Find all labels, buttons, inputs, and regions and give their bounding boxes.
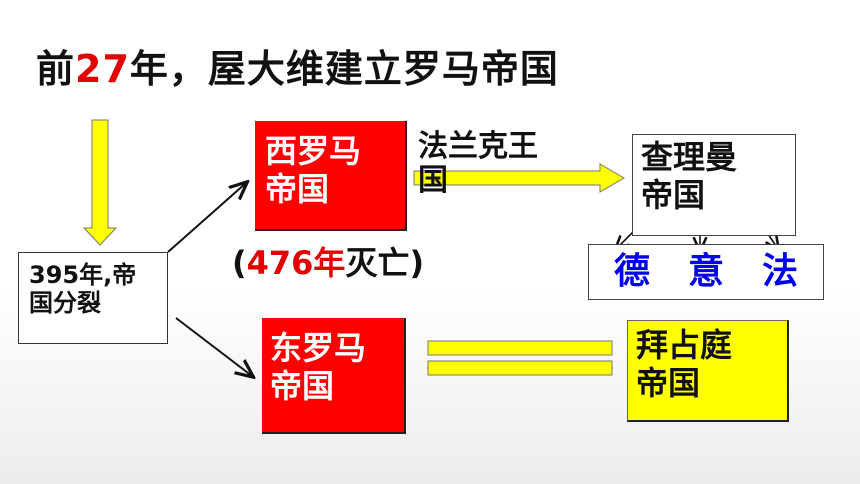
successor-states-box: 德 意 法 bbox=[588, 244, 824, 300]
down-arrow bbox=[82, 119, 118, 246]
arrow-to-charlemagne bbox=[413, 163, 625, 193]
equals-bar-bottom bbox=[427, 360, 613, 376]
arrow-to-west bbox=[167, 183, 246, 253]
east-rome-box: 东罗马 帝国 bbox=[262, 318, 406, 434]
title-year: 27 bbox=[75, 47, 130, 91]
byzantine-box: 拜占庭 帝国 bbox=[627, 320, 789, 422]
successor-de: 德 bbox=[613, 250, 650, 292]
charlemagne-box: 查理曼 帝国 bbox=[632, 134, 796, 236]
successor-fa: 法 bbox=[761, 250, 798, 292]
page-title: 前27年，屋大维建立罗马帝国 bbox=[36, 38, 559, 93]
fall-year: 476年 bbox=[246, 244, 346, 282]
successor-yi: 意 bbox=[687, 250, 724, 292]
fall-text: 灭亡) bbox=[345, 244, 425, 282]
west-fall-label: (476年灭亡) bbox=[232, 238, 424, 284]
equals-bar-top bbox=[427, 340, 613, 356]
fall-open: ( bbox=[232, 244, 247, 282]
arrow-to-east bbox=[175, 317, 252, 376]
title-prefix: 前 bbox=[36, 47, 76, 91]
frank-kingdom-label: 法兰克王 国 bbox=[418, 129, 538, 198]
empire-split-box: 395年,帝 国分裂 bbox=[18, 252, 168, 344]
title-suffix: 年，屋大维建立罗马帝国 bbox=[129, 47, 559, 91]
west-rome-box: 西罗马 帝国 bbox=[255, 121, 407, 231]
